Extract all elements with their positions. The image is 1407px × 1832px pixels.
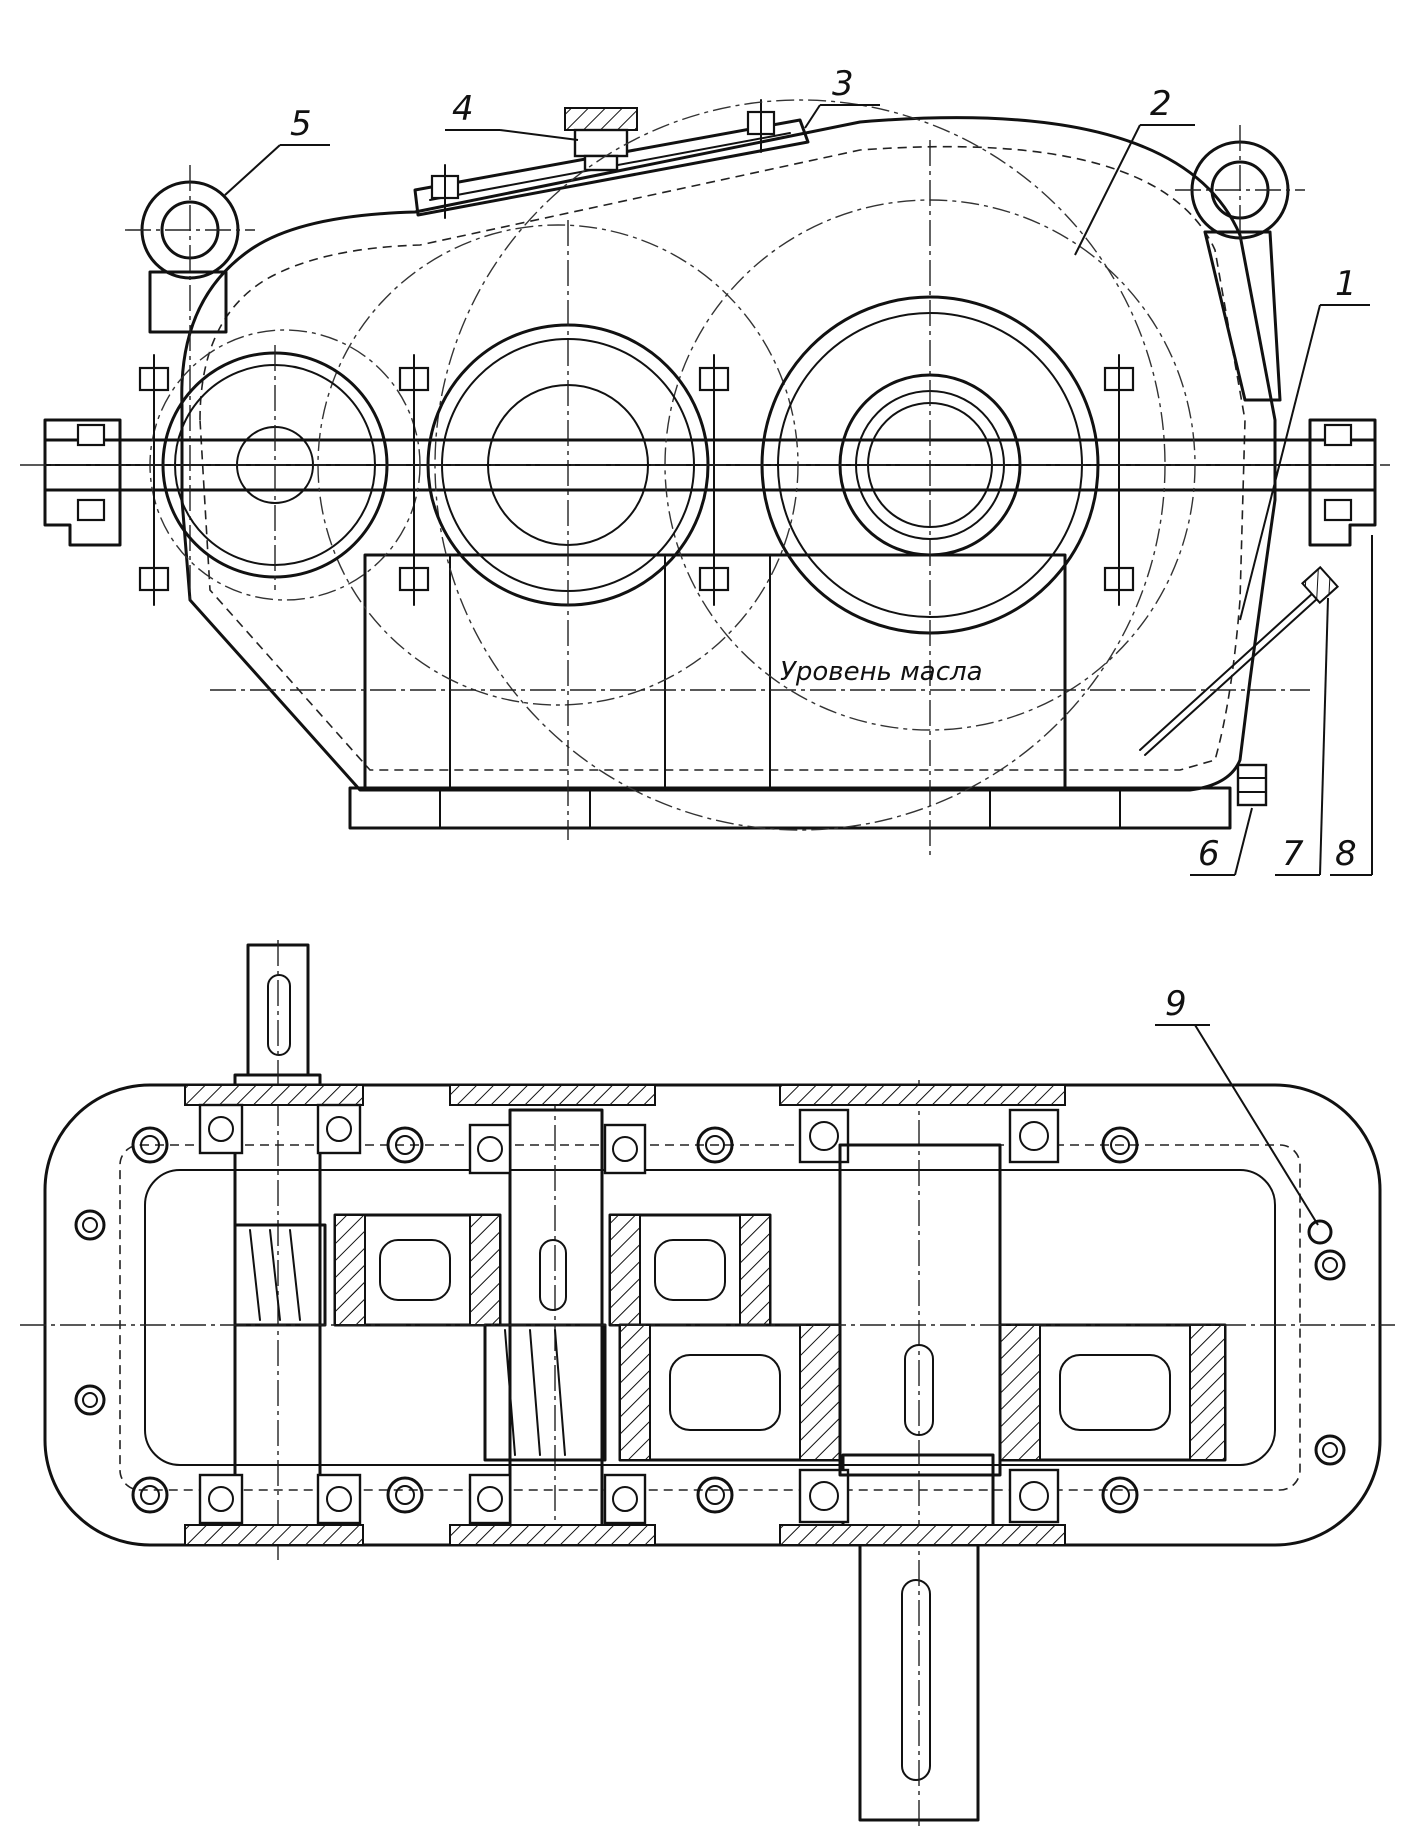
callout-6: 6 [1190,807,1253,876]
housing-bolt [1101,1476,1139,1514]
keyway [904,1344,934,1436]
svg-text:3: 3 [832,64,854,104]
oil-level-label: Уровень масла [780,657,983,687]
housing-bolt [386,1126,424,1164]
eye-bolt-right [1175,125,1305,402]
bearing-cap-intermediate-top [449,1084,656,1175]
housing-bolt [696,1476,734,1514]
pinion-intermediate [483,1323,607,1462]
flange-bolt [1103,354,1135,606]
drain-plug [1236,763,1268,807]
svg-text:7: 7 [1282,834,1304,874]
eye-bolt-left [125,165,255,600]
plan-inner-wall [144,1169,1276,1466]
flange-bolt [698,354,730,606]
callout-5: 5 [224,104,330,196]
output-shaft [841,1080,995,1830]
housing-bolt [1314,1249,1346,1281]
cover-bolt [746,99,776,153]
svg-text:8: 8 [1335,834,1357,874]
callout-3: 3 [804,64,880,129]
housing-bolt [131,1126,169,1164]
bearing-cap-intermediate-bottom [449,1473,656,1546]
plan-view: 9 [20,940,1395,1830]
pinion-input [233,1223,327,1327]
breather [564,107,638,172]
housing-bolt [386,1476,424,1514]
housing-outline [180,116,1277,792]
intermediate-shaft [508,1108,604,1532]
callout-2: 2 [1074,84,1195,256]
flange-bolt [76,423,106,522]
callout-9: 9 [1155,984,1319,1226]
bearing-cap-input-top [184,1084,364,1155]
gear-wheel-output [618,1323,1227,1462]
gear-wheel-intermediate [333,1213,772,1327]
svg-text:5: 5 [290,104,312,144]
callout-7: 7 [1275,597,1329,876]
left-lug [43,418,122,547]
callout-8: 8 [1330,535,1373,876]
plan-housing-outline [43,1083,1382,1547]
cover-bolt [430,164,460,219]
input-shaft [233,940,322,1560]
flange-bolt [138,354,170,606]
bearing-cap-input-bottom [184,1473,364,1546]
base-plate [348,786,1232,830]
bearing-cap-output-top [779,1084,1066,1164]
keyway [539,1239,567,1311]
housing-bolt [131,1476,169,1514]
bearing-cap-output-bottom [779,1468,1066,1546]
flange-bolt [398,354,430,606]
callout-4: 4 [445,89,579,141]
callout-1: 1 [1239,264,1370,621]
flange-bolt [1323,423,1353,522]
housing-bolt [74,1209,106,1241]
svg-text:4: 4 [452,89,474,129]
inspection-cover [413,118,810,217]
right-lug [1308,418,1377,547]
output-shaft-body [838,1143,1002,1477]
housing-bolt [74,1384,106,1416]
svg-text:2: 2 [1150,84,1172,124]
housing-bolt [1101,1126,1139,1164]
housing-bolt [1314,1434,1346,1466]
front-view: Уровень масла 1 2 3 4 5 [20,64,1390,876]
sight-plug [1307,1219,1333,1245]
svg-text:6: 6 [1198,834,1220,874]
housing-bolt [696,1126,734,1164]
svg-text:1: 1 [1335,264,1357,304]
svg-text:9: 9 [1165,984,1187,1024]
oil-dipstick [1139,565,1340,756]
